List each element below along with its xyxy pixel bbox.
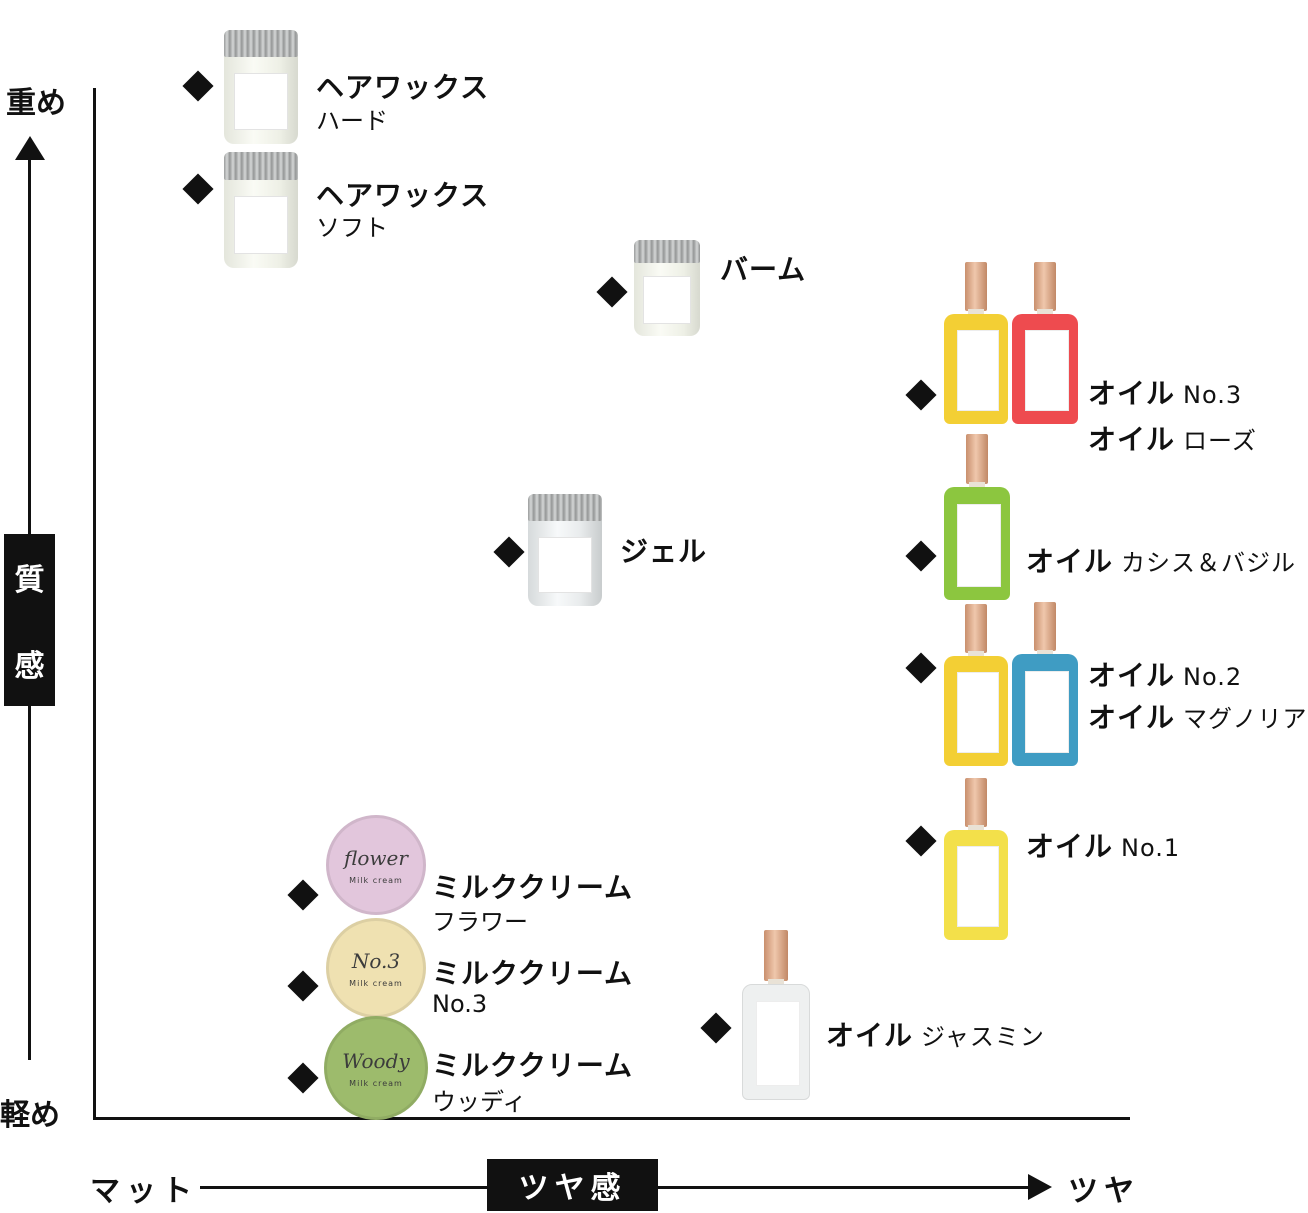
milk-flower-variant: フラワー [432,908,528,936]
milk-no3-variant: No.3 [432,990,488,1018]
marker-diamond [182,70,214,102]
wax-hard-jar-image [224,30,298,144]
marker-diamond [905,379,937,411]
balm-jar-image [634,240,700,336]
wax-soft-variant: ソフト [316,214,388,242]
milk-woody-tin-image: Woody Milk cream [324,1016,428,1120]
oil-jasmine-label: オイルジャスミン [826,1014,1045,1054]
oil-jasmine-name: オイル [826,1019,914,1052]
x-axis-right-label: ツヤ [1068,1174,1140,1209]
oil-cassis-label: オイルカシス＆バジル [1026,540,1296,580]
oil-rose-label: オイルローズ [1088,418,1257,458]
milk-woody-tin-script: Woody [342,1048,410,1073]
oil-rose-bottle-image [1012,262,1078,424]
wax-hard-name: ヘアワックス [316,71,490,104]
milk-woody-name: ミルククリーム [432,1049,634,1082]
milk-flower-tin-text: Milk cream [349,875,403,885]
oil-no1-bottle-image [944,778,1008,940]
balm-name: バーム [720,253,807,286]
y-axis-top-label: 重め [6,86,66,121]
oil-cassis-name: オイル [1026,545,1114,578]
milk-no3-name: ミルククリーム [432,957,634,990]
oil-rose-variant: ローズ [1183,427,1257,455]
milk-no3-tin-script: No.3 [351,948,401,973]
milk-no3-tin-text: Milk cream [349,978,403,988]
marker-diamond [905,825,937,857]
oil-no3-bottle-image [944,262,1008,424]
oil-jasmine-variant: ジャスミン [921,1023,1045,1051]
oil-no1-variant: No.1 [1121,834,1181,862]
milk-flower-tin-image: flower Milk cream [326,815,426,915]
marker-diamond [905,540,937,572]
gel-name: ジェル [620,535,708,568]
x-axis-left-label: マット [90,1174,198,1209]
wax-soft-jar-image [224,152,298,268]
marker-diamond [287,1062,319,1094]
y-axis-title: 質 感 [4,534,55,706]
marker-diamond [596,276,628,308]
x-arrow-right-icon [1028,1174,1052,1200]
milk-flower-name: ミルククリーム [432,871,634,904]
horizontal-axis [93,1117,1130,1120]
oil-cassis-bottle-image [944,434,1010,600]
milk-woody-tin-text: Milk cream [349,1078,403,1088]
wax-soft-name: ヘアワックス [316,179,490,212]
oil-magnolia-name: オイル [1088,701,1176,734]
y-axis-title-char-2: 感 [14,649,45,684]
marker-diamond [700,1012,732,1044]
oil-jasmine-bottle-image [742,930,810,1100]
oil-no2-bottle-image [944,604,1008,766]
oil-no2-variant: No.2 [1183,663,1243,691]
oil-magnolia-variant: マグノリア [1183,705,1308,733]
oil-no1-name: オイル [1026,830,1114,863]
y-axis-bottom-label: 軽め [0,1098,60,1133]
x-axis-title: ツヤ感 [487,1159,658,1211]
oil-cassis-variant: カシス＆バジル [1121,549,1297,577]
oil-no2-name: オイル [1088,659,1176,692]
milk-flower-tin-script: flower [344,845,408,870]
oil-magnolia-bottle-image [1012,602,1078,766]
oil-rose-name: オイル [1088,423,1176,456]
oil-no3-variant: No.3 [1183,381,1243,409]
gel-jar-image [528,494,602,606]
marker-diamond [493,536,525,568]
marker-diamond [287,970,319,1002]
milk-woody-variant: ウッディ [432,1088,527,1116]
marker-diamond [287,879,319,911]
marker-diamond [905,652,937,684]
y-axis-title-char-1: 質 [14,563,45,598]
oil-magnolia-label: オイルマグノリア [1088,696,1308,736]
vertical-axis [93,88,96,1120]
milk-no3-tin-image: No.3 Milk cream [326,918,426,1018]
marker-diamond [182,173,214,205]
oil-no3-name: オイル [1088,377,1176,410]
wax-hard-variant: ハード [316,107,388,135]
